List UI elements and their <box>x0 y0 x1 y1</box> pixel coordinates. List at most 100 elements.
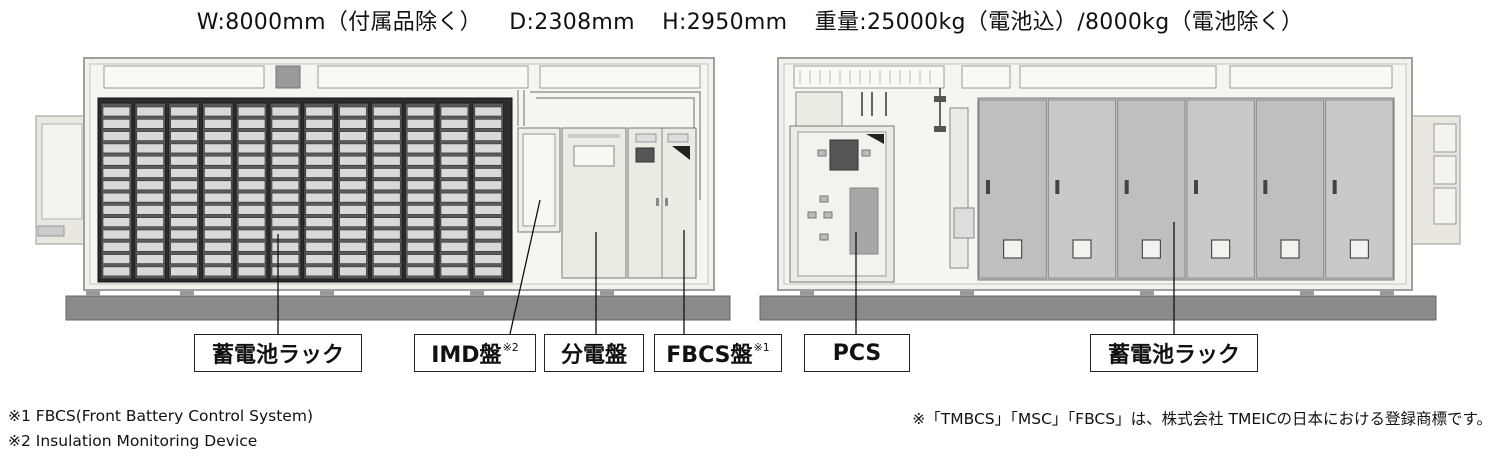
battery-module <box>237 131 266 141</box>
battery-module <box>339 192 367 203</box>
container-diagram <box>35 57 1461 335</box>
right-container <box>759 57 1461 321</box>
cabinet-handle <box>1263 180 1268 194</box>
battery-module <box>271 266 300 277</box>
battery-module <box>339 242 367 252</box>
battery-module <box>170 131 198 141</box>
battery-module <box>136 266 164 277</box>
battery-module <box>373 143 401 154</box>
battery-module <box>305 254 333 264</box>
battery-module <box>136 217 164 227</box>
battery-module <box>271 119 300 129</box>
battery-module <box>406 192 435 203</box>
battery-module <box>305 192 333 203</box>
battery-module <box>373 242 401 252</box>
battery-module <box>305 155 333 166</box>
battery-module <box>373 266 401 277</box>
cabinet-vent <box>1003 239 1023 259</box>
battery-module <box>305 131 333 141</box>
fbcs-panel-drawing <box>627 127 697 279</box>
battery-module <box>440 242 469 252</box>
label-imd-mark: ※2 <box>502 340 519 354</box>
battery-module <box>271 217 300 227</box>
battery-module <box>271 168 300 178</box>
battery-module <box>170 106 198 117</box>
battery-module <box>474 242 502 252</box>
battery-module <box>305 143 333 154</box>
battery-module <box>170 180 198 191</box>
rack-column <box>303 102 336 280</box>
battery-module <box>102 229 131 240</box>
battery-module <box>136 180 164 191</box>
rack-column <box>168 102 200 280</box>
label-battery-rack-left-text: 蓄電池ラック <box>211 343 344 368</box>
battery-module <box>204 155 232 166</box>
battery-module <box>406 217 435 227</box>
battery-module <box>102 217 131 227</box>
battery-module <box>136 254 164 264</box>
battery-module <box>339 155 367 166</box>
battery-module <box>170 242 198 252</box>
rack-column <box>438 102 471 280</box>
battery-module <box>474 155 502 166</box>
battery-module <box>136 168 164 178</box>
cabinet-vent <box>1141 239 1161 259</box>
battery-module <box>373 106 401 117</box>
cabinet-handle <box>1124 180 1129 194</box>
battery-module <box>339 266 367 277</box>
battery-module <box>237 242 266 252</box>
battery-module <box>102 119 131 129</box>
battery-module <box>136 119 164 129</box>
battery-module <box>204 229 232 240</box>
battery-module <box>102 131 131 141</box>
spec-height: H:2950mm <box>662 10 788 35</box>
footnote-1: ※1 FBCS(Front Battery Control System) <box>8 407 313 425</box>
battery-module <box>271 106 300 117</box>
battery-module <box>339 131 367 141</box>
battery-module <box>339 106 367 117</box>
battery-module <box>406 242 435 252</box>
battery-module <box>406 131 435 141</box>
battery-module <box>136 229 164 240</box>
battery-module <box>237 205 266 215</box>
label-battery-rack-right-text: 蓄電池ラック <box>1107 343 1240 368</box>
battery-module <box>204 266 232 277</box>
pcs-cabinet-drawing <box>789 125 895 283</box>
battery-module <box>373 229 401 240</box>
cabinet-vent <box>1349 239 1369 259</box>
battery-module <box>474 217 502 227</box>
cabinet-vent <box>1280 239 1300 259</box>
battery-module <box>305 168 333 178</box>
battery-module <box>474 168 502 178</box>
battery-module <box>305 229 333 240</box>
spec-line: W:8000mm（付属品除く） D:2308mm H:2950mm 重量:250… <box>0 4 1500 36</box>
battery-module <box>271 180 300 191</box>
battery-module <box>204 143 232 154</box>
battery-module <box>406 143 435 154</box>
battery-module <box>406 229 435 240</box>
battery-module <box>102 155 131 166</box>
label-fbcs-mark: ※1 <box>753 340 770 354</box>
battery-module <box>406 205 435 215</box>
battery-module <box>474 180 502 191</box>
battery-module <box>339 205 367 215</box>
battery-module <box>440 254 469 264</box>
battery-module <box>136 131 164 141</box>
cabinet-handle <box>1332 180 1337 194</box>
battery-module <box>170 254 198 264</box>
battery-module <box>102 205 131 215</box>
battery-module <box>271 131 300 141</box>
battery-module <box>440 180 469 191</box>
distribution-panel-drawing <box>561 127 627 279</box>
battery-module <box>237 168 266 178</box>
battery-module <box>271 205 300 215</box>
battery-module <box>373 192 401 203</box>
battery-module <box>373 155 401 166</box>
battery-module <box>373 131 401 141</box>
battery-module <box>170 143 198 154</box>
battery-module <box>339 180 367 191</box>
cabinet-vent <box>1072 239 1092 259</box>
battery-module <box>136 205 164 215</box>
battery-module <box>339 229 367 240</box>
battery-module <box>474 131 502 141</box>
